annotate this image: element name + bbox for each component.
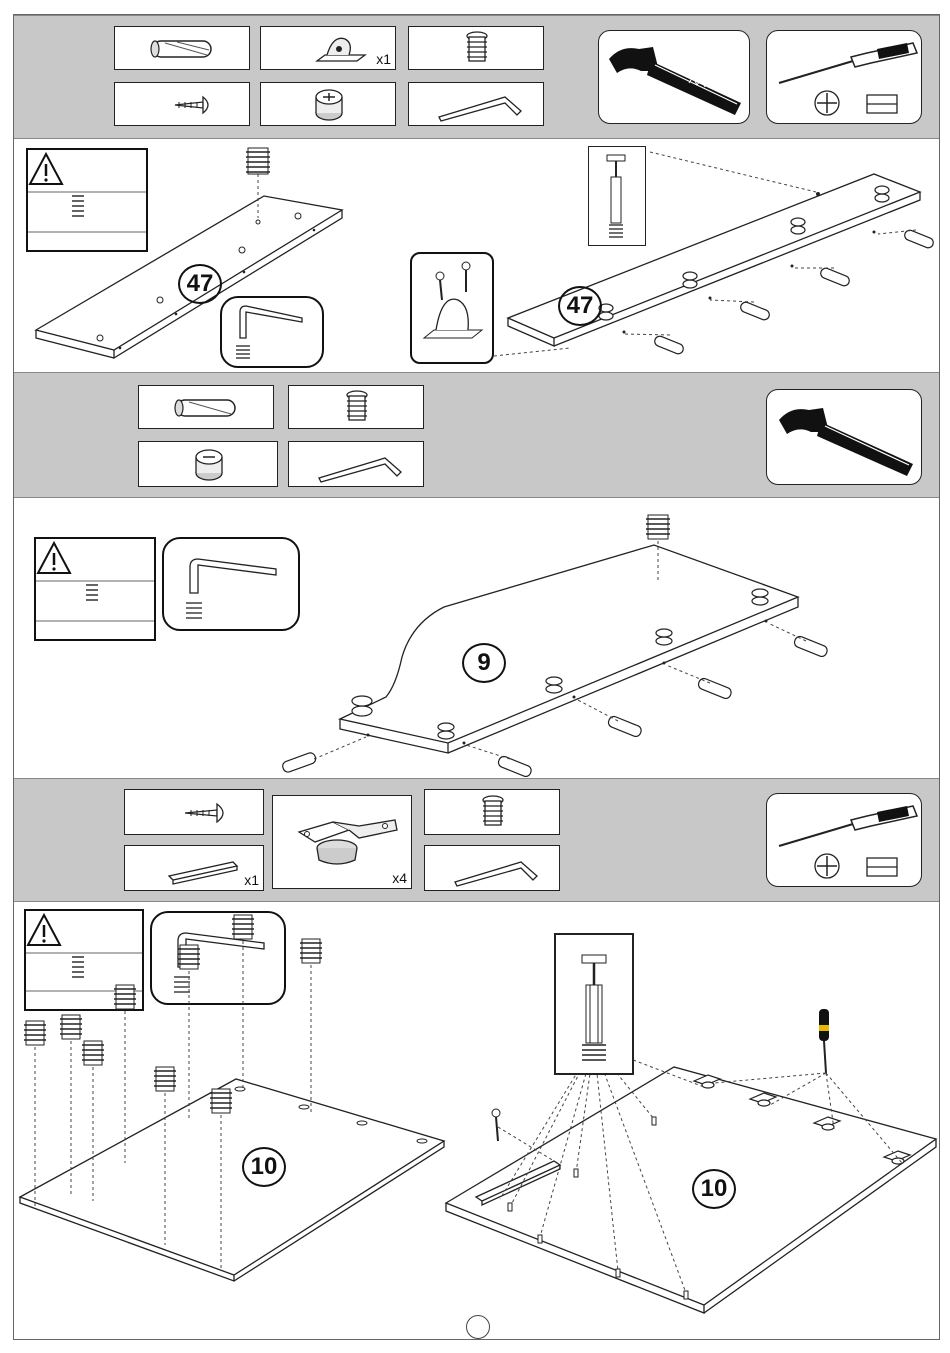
instruction-page: x1 bbox=[13, 14, 940, 1340]
step3-assembly: 10 10 bbox=[14, 901, 939, 1339]
screw-icon bbox=[492, 1109, 500, 1141]
part-caster: x1 bbox=[260, 26, 396, 70]
screw-icon bbox=[115, 83, 251, 127]
screwdriver-on-drawing bbox=[819, 1009, 829, 1073]
step2-assembly: 9 bbox=[14, 497, 939, 777]
insert-nut-icon bbox=[646, 515, 670, 539]
insert-nut-icon bbox=[425, 790, 561, 836]
step3-drawing bbox=[14, 901, 939, 1339]
handle-quantity: x1 bbox=[244, 872, 259, 888]
cam-bolt-icon bbox=[556, 935, 632, 1073]
part-allen-key bbox=[424, 845, 560, 891]
tool-screwdriver bbox=[766, 30, 922, 124]
tool-screwdriver bbox=[766, 793, 922, 887]
step2-drawing bbox=[14, 497, 939, 777]
caster-detail-bubble bbox=[410, 252, 494, 364]
cam-bolt-detail bbox=[588, 146, 646, 246]
panel-9 bbox=[340, 545, 798, 743]
dowel-icon bbox=[139, 386, 275, 430]
panel-number-10-right: 10 bbox=[692, 1169, 736, 1209]
part-cam-lock bbox=[138, 441, 278, 487]
insert-nut-icon bbox=[289, 386, 425, 430]
page-number-circle bbox=[466, 1315, 490, 1339]
part-hinge: x4 bbox=[272, 795, 412, 889]
screwdriver-icon bbox=[767, 31, 923, 125]
step1-assembly: 47 47 bbox=[14, 138, 939, 371]
hammer-icon bbox=[767, 390, 923, 486]
panel-number-47-right: 47 bbox=[558, 286, 602, 326]
screwdriver-icon bbox=[767, 794, 923, 888]
part-cam-bolt-insert bbox=[408, 26, 544, 70]
part-allen-key bbox=[288, 441, 424, 487]
part-allen-key bbox=[408, 82, 544, 126]
insert-nut-icon bbox=[409, 27, 545, 71]
allen-key-icon bbox=[289, 442, 425, 488]
step3-parts-band: x1 x4 bbox=[14, 778, 939, 902]
hinge-quantity: x4 bbox=[392, 870, 407, 886]
cam-bolt-detail bbox=[554, 933, 634, 1075]
step2-parts-band bbox=[14, 372, 939, 498]
panel-number-47-left: 47 bbox=[178, 264, 222, 304]
allen-key-icon bbox=[222, 298, 322, 366]
tool-hammer bbox=[766, 389, 922, 485]
part-screw bbox=[124, 789, 264, 835]
caster-screw-icon bbox=[412, 254, 492, 362]
insert-nut-icon bbox=[246, 148, 270, 174]
cam-lock-icon bbox=[139, 442, 279, 488]
part-cam-lock bbox=[260, 82, 396, 126]
insert-nuts bbox=[24, 915, 322, 1113]
allen-key-bubble bbox=[220, 296, 324, 368]
cam-lock-icon bbox=[261, 83, 397, 127]
allen-key-icon bbox=[409, 83, 545, 127]
panel-10-right bbox=[446, 1067, 936, 1305]
caster-quantity: x1 bbox=[376, 51, 391, 67]
allen-key-icon bbox=[425, 846, 561, 892]
panel-number-9: 9 bbox=[462, 643, 506, 683]
part-cam-bolt-insert bbox=[288, 385, 424, 429]
panel-number-10-left: 10 bbox=[242, 1147, 286, 1187]
part-wooden-dowel bbox=[138, 385, 274, 429]
hammer-icon bbox=[599, 31, 751, 125]
screw-icon bbox=[125, 790, 265, 836]
tool-hammer bbox=[598, 30, 750, 124]
part-handle: x1 bbox=[124, 845, 264, 891]
cam-bolt-icon bbox=[589, 147, 643, 243]
step1-parts-band: x1 bbox=[14, 15, 939, 139]
part-cam-bolt-insert bbox=[424, 789, 560, 835]
part-screw bbox=[114, 82, 250, 126]
dowel-icon bbox=[115, 27, 251, 71]
part-wooden-dowel bbox=[114, 26, 250, 70]
